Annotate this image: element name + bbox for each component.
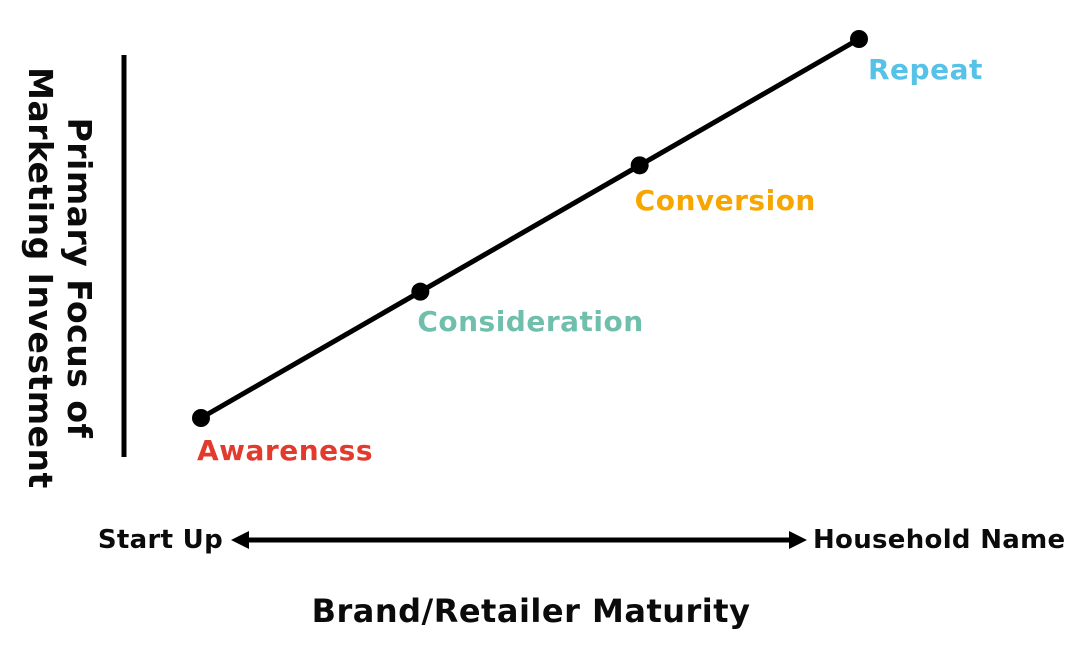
y-axis-title: Primary Focus of Marketing Investment bbox=[21, 57, 99, 499]
y-axis-title-line2: Marketing Investment bbox=[21, 67, 60, 489]
data-point-consideration bbox=[411, 282, 430, 301]
point-label-conversion: Conversion bbox=[634, 184, 816, 218]
point-label-repeat: Repeat bbox=[868, 53, 983, 86]
arrow-head-right-icon bbox=[789, 531, 807, 549]
x-axis-left-label: Start Up bbox=[97, 525, 223, 555]
data-point-repeat bbox=[850, 30, 868, 48]
arrow-head-left-icon bbox=[231, 531, 249, 549]
point-label-awareness: Awareness bbox=[197, 434, 373, 467]
data-point-conversion bbox=[630, 156, 649, 175]
y-axis-title-line1: Primary Focus of bbox=[60, 117, 99, 439]
x-axis-title: Brand/Retailer Maturity bbox=[311, 592, 751, 630]
trend-line bbox=[199, 36, 861, 421]
data-point-awareness bbox=[192, 409, 210, 427]
x-axis-right-label: Household Name bbox=[813, 525, 1066, 555]
point-label-consideration: Consideration bbox=[417, 304, 644, 338]
